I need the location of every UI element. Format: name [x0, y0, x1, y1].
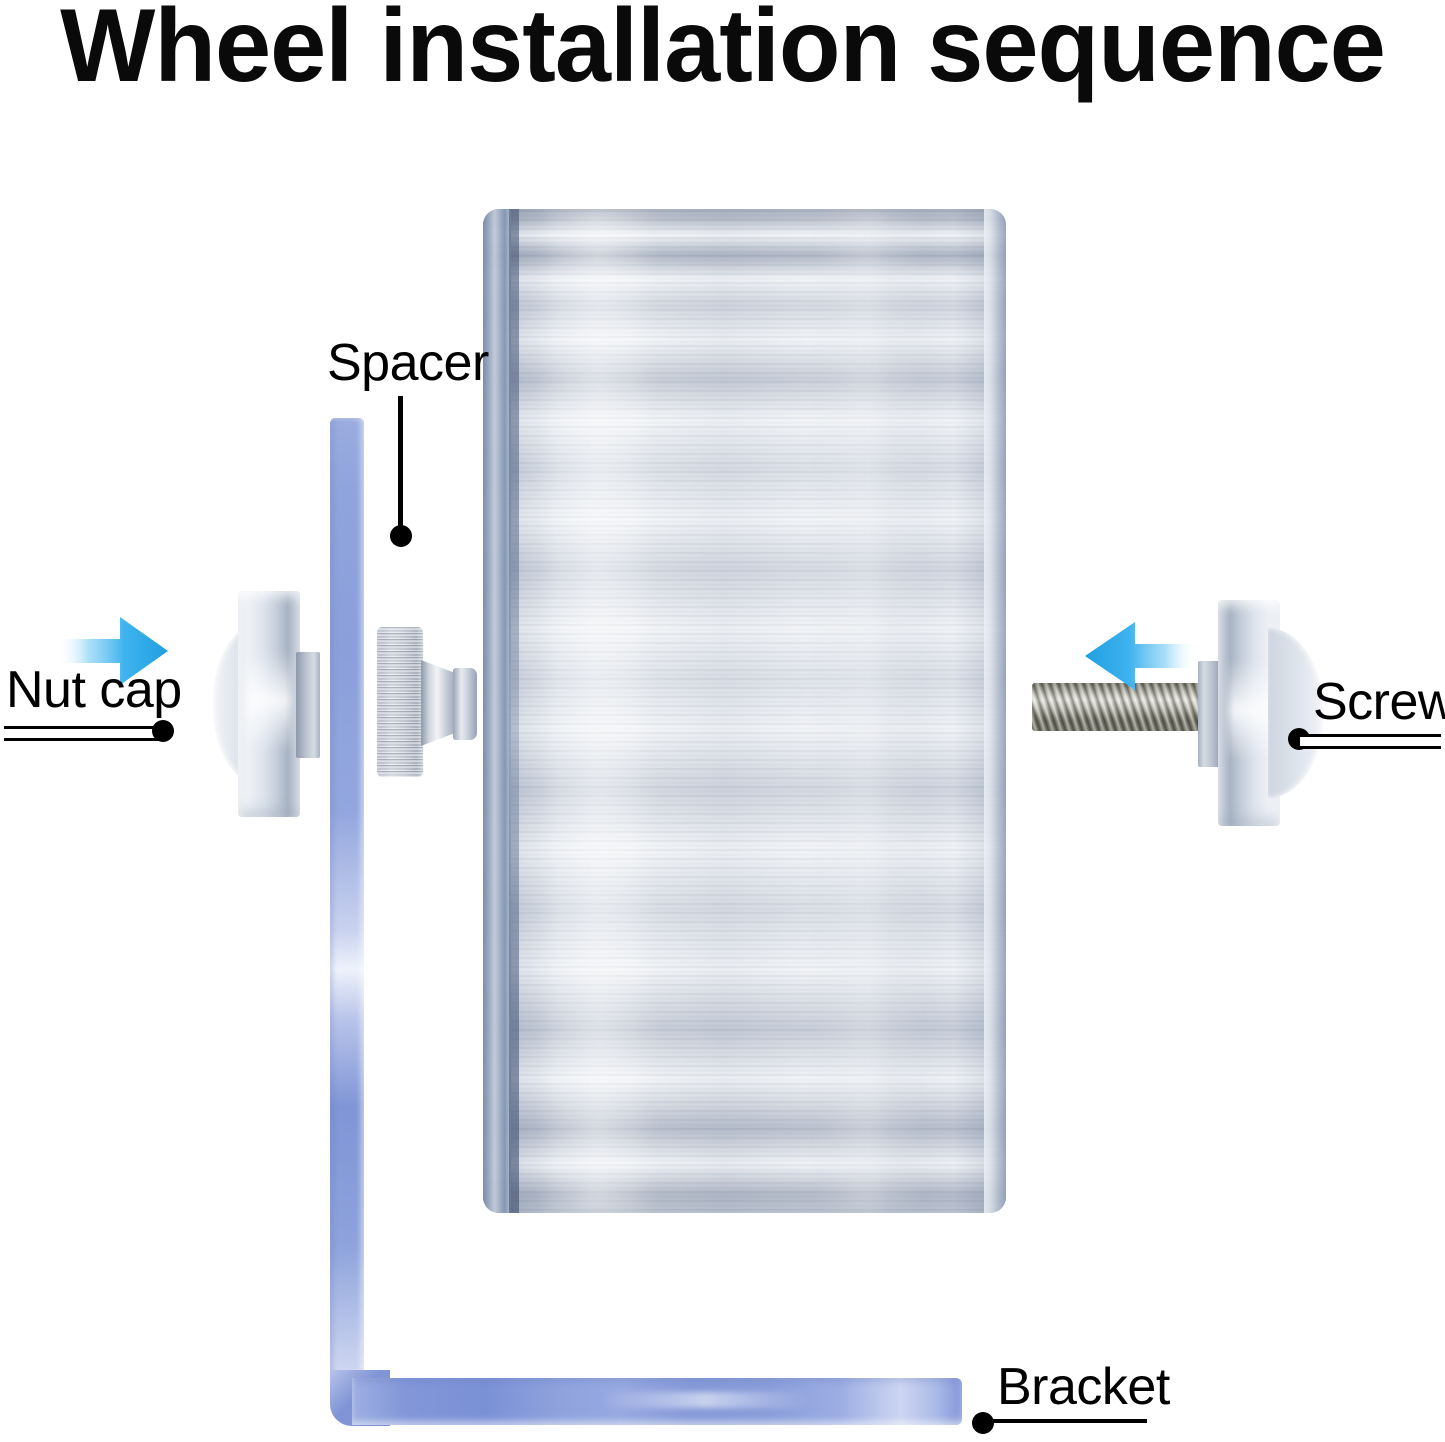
arrow-left-icon — [1085, 622, 1197, 690]
leader-line-screw — [1300, 734, 1441, 749]
wheel-icon — [483, 209, 1006, 1213]
leader-dot-bracket — [972, 1412, 994, 1434]
page-title: Wheel installation sequence — [60, 0, 1386, 104]
nut-cap-stub — [296, 652, 320, 758]
arrow-right-icon — [58, 617, 168, 685]
wheel-gloss-center — [813, 209, 923, 1213]
spacer-collar — [453, 668, 477, 740]
wheel-left-edge — [509, 209, 519, 1213]
label-screw: Screw — [1313, 673, 1445, 731]
label-nut-cap: Nut cap — [6, 661, 182, 719]
wheel-rib-texture — [483, 209, 1006, 1213]
nut-cap-icon — [212, 591, 324, 817]
wheel-right-bevel — [984, 209, 1006, 1213]
label-spacer: Spacer — [327, 334, 489, 392]
wheel-body — [483, 209, 1006, 1213]
wheel-left-bevel — [483, 209, 511, 1213]
leader-line-bracket — [982, 1419, 1147, 1423]
wheel-band-shading — [483, 209, 1006, 1213]
leader-line-nut-cap — [4, 726, 160, 741]
bracket-vertical-arm — [330, 418, 364, 1403]
screw-gloss — [1228, 660, 1274, 760]
spacer-shoulder — [421, 660, 457, 746]
wheel-gloss-left — [538, 209, 658, 1213]
screw-thread-shading — [1032, 683, 1204, 731]
screw-threaded-shaft — [1032, 683, 1204, 731]
spacer-knurled-head — [377, 627, 423, 777]
spacer-icon — [377, 627, 479, 777]
leader-dot-spacer — [390, 525, 412, 547]
label-bracket: Bracket — [997, 1358, 1170, 1416]
leader-line-spacer — [398, 396, 403, 536]
bracket-foot-highlight — [600, 1392, 810, 1408]
screw-icon — [1032, 591, 1324, 831]
leader-dot-nut-cap — [152, 720, 174, 742]
nut-cap-gloss — [246, 651, 292, 751]
